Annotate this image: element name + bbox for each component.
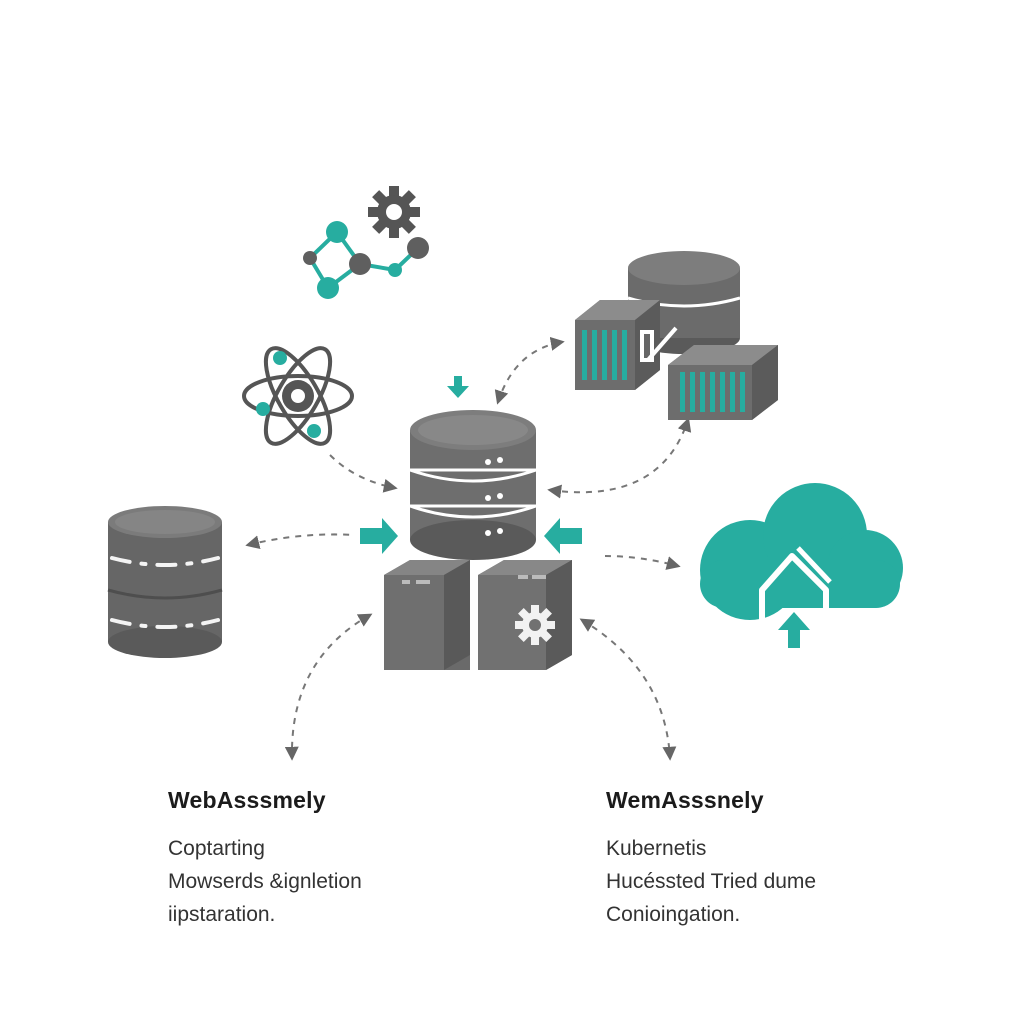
arrow-left-icon xyxy=(544,518,582,554)
database-stack-icon xyxy=(409,410,537,560)
connector-leftdb-center xyxy=(245,533,356,550)
connector-db-containers-lower xyxy=(547,417,692,499)
caption-right: WemAsssnely Kubernetis Hucéssted Tried d… xyxy=(606,787,816,935)
connector-box-right-caption xyxy=(579,618,677,761)
atom-icon xyxy=(242,346,354,446)
caption-right-line-3: Conioingation. xyxy=(606,903,741,926)
inbound-arrows xyxy=(360,376,582,554)
caption-left: WebAsssmely Coptarting Mowserds &ignleti… xyxy=(168,787,362,935)
caption-right-line-1: Kubernetis xyxy=(606,837,707,860)
connector-atom-db xyxy=(329,454,398,493)
gear-icon xyxy=(368,186,420,238)
caption-right-line-2: Hucéssted Tried dume xyxy=(606,870,817,893)
container-cluster-icon xyxy=(575,251,778,420)
caption-left-line-2: Mowserds &ignletion xyxy=(168,870,362,893)
network-nodes-icon xyxy=(303,221,429,299)
server-box-gear-icon xyxy=(478,560,572,670)
connector-center-cloud xyxy=(604,555,681,570)
arrow-down-icon xyxy=(447,376,469,398)
arrow-up-icon xyxy=(778,612,810,648)
caption-right-title: WemAsssnely xyxy=(606,787,764,813)
caption-left-title: WebAsssmely xyxy=(168,787,326,813)
server-box-icon xyxy=(384,560,470,670)
caption-left-line-1: Coptarting xyxy=(168,837,265,860)
cloud-upload-icon xyxy=(700,483,903,648)
database-icon xyxy=(107,506,223,658)
connector-db-containers xyxy=(494,336,565,405)
gear-icon xyxy=(515,605,555,645)
caption-left-line-3: iipstaration. xyxy=(168,903,276,926)
arrow-right-icon xyxy=(360,518,398,554)
connector-box-left-caption xyxy=(284,613,373,761)
connector-lines xyxy=(245,336,692,761)
